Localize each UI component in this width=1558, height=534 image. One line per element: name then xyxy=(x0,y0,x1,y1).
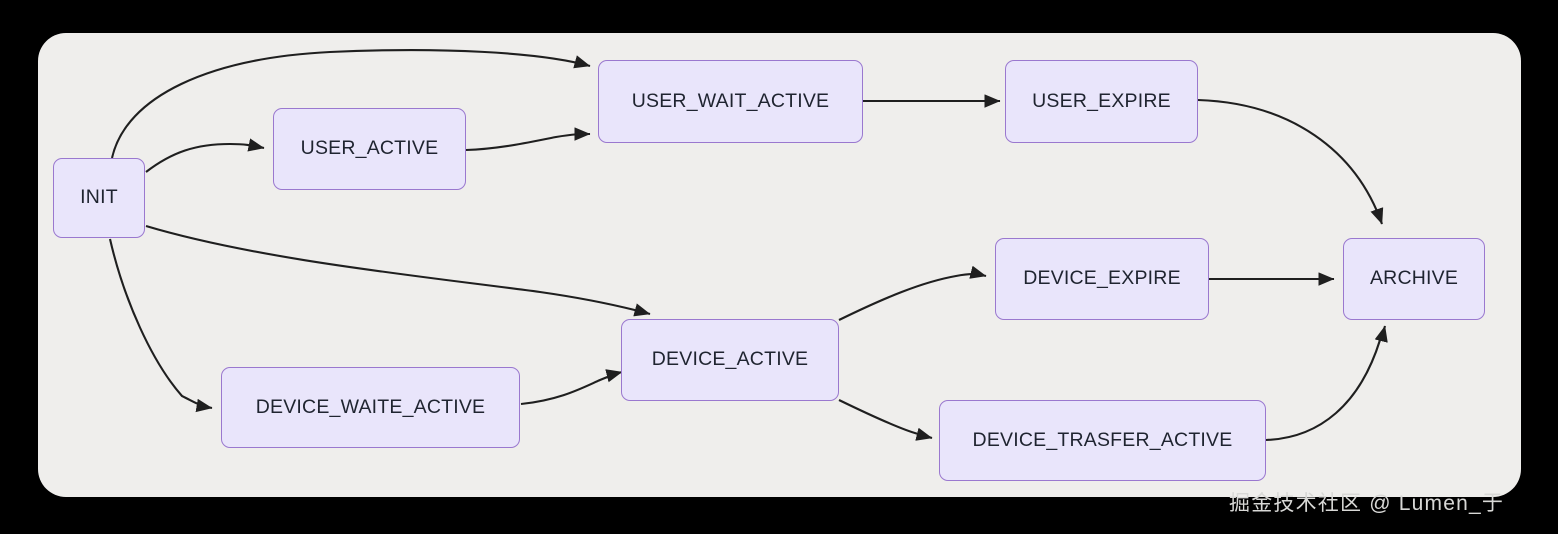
node-archive[interactable]: ARCHIVE xyxy=(1343,238,1485,320)
node-user-wait-active[interactable]: USER_WAIT_ACTIVE xyxy=(598,60,863,143)
node-device-active-label: DEVICE_ACTIVE xyxy=(651,348,809,371)
node-device-waite-active-label: DEVICE_WAITE_ACTIVE xyxy=(255,395,486,418)
node-init[interactable]: INIT xyxy=(53,158,145,238)
node-device-waite-active[interactable]: DEVICE_WAITE_ACTIVE xyxy=(221,367,520,448)
node-user-expire[interactable]: USER_EXPIRE xyxy=(1005,60,1198,143)
node-device-expire-label: DEVICE_EXPIRE xyxy=(1023,267,1181,290)
node-device-active[interactable]: DEVICE_ACTIVE xyxy=(621,319,839,401)
node-device-expire[interactable]: DEVICE_EXPIRE xyxy=(995,238,1209,320)
watermark-text: 掘金技术社区 @ Lumen_于 xyxy=(1229,492,1505,515)
node-user-active-label: USER_ACTIVE xyxy=(300,137,439,160)
node-archive-label: ARCHIVE xyxy=(1369,267,1459,290)
node-device-trasfer-active[interactable]: DEVICE_TRASFER_ACTIVE xyxy=(939,400,1266,481)
node-user-expire-label: USER_EXPIRE xyxy=(1032,89,1171,112)
node-device-trasfer-active-label: DEVICE_TRASFER_ACTIVE xyxy=(972,428,1233,451)
node-user-active[interactable]: USER_ACTIVE xyxy=(273,108,466,190)
node-user-wait-active-label: USER_WAIT_ACTIVE xyxy=(631,89,830,112)
node-init-label: INIT xyxy=(80,186,118,209)
